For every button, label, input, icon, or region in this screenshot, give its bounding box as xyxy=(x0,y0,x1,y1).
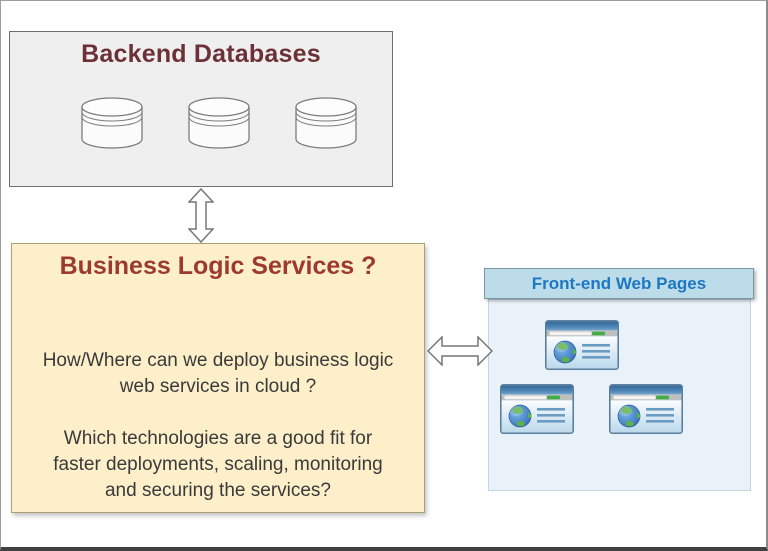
backend-databases-box: Backend Databases xyxy=(9,31,393,187)
frontend-body xyxy=(488,299,751,491)
browser-window-globe-icon xyxy=(545,320,619,370)
horizontal-double-arrow-icon xyxy=(427,336,493,366)
business-question-line xyxy=(12,400,424,426)
business-question-text: How/Where can we deploy business logic w… xyxy=(12,348,424,504)
database-icon xyxy=(295,97,357,149)
business-question-line: web services in cloud ? xyxy=(119,376,317,397)
business-question-line: Which technologies are a good fit for xyxy=(63,428,373,449)
business-logic-title: Business Logic Services ? xyxy=(59,252,377,280)
business-logic-box: Business Logic Services ? How/Where can … xyxy=(11,243,425,513)
browser-window-globe-icon xyxy=(500,384,574,434)
database-icon xyxy=(188,97,250,149)
frontend-title: Front-end Web Pages xyxy=(531,273,707,293)
database-icon xyxy=(81,97,143,149)
business-question-line: faster deployments, scaling, monitoring xyxy=(53,454,383,475)
business-question-line: How/Where can we deploy business logic xyxy=(42,350,394,371)
browser-window-globe-icon xyxy=(609,384,683,434)
backend-databases-title: Backend Databases xyxy=(81,40,321,68)
business-question-line: and securing the services? xyxy=(104,480,331,501)
vertical-double-arrow-icon xyxy=(188,188,214,243)
frontend-header: Front-end Web Pages xyxy=(484,268,754,299)
